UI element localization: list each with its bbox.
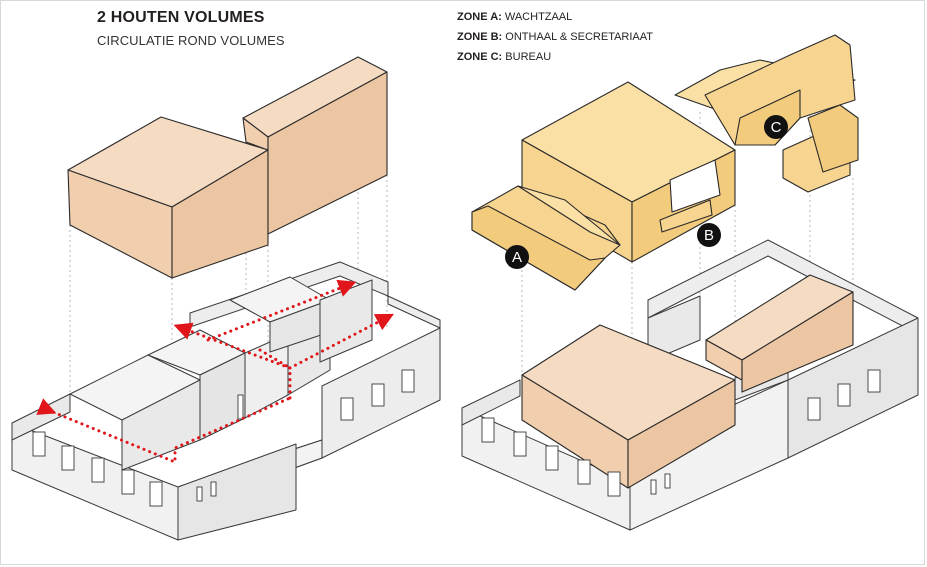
legend-zone-b-key: ZONE B: <box>457 31 503 43</box>
callout-zone-b: B <box>697 223 721 247</box>
left-wood-volume-large <box>67 116 269 279</box>
legend-zone-a-label: WACHTZAAL <box>504 11 573 23</box>
zone-a-bench <box>471 185 621 291</box>
callout-zone-a-circle <box>505 245 529 269</box>
legend-zone-c-label: BUREAU <box>505 51 552 63</box>
callout-zone-a: A <box>505 245 529 269</box>
legend-zone-b-label: ONTHAAL & SECRETARIAAT <box>505 31 654 43</box>
right-wood-volume-small <box>705 274 854 393</box>
diagram-title: 2 HOUTEN VOLUMES <box>97 9 265 26</box>
left-wood-volume-small <box>242 56 388 235</box>
callout-zone-c-circle <box>764 115 788 139</box>
diagram-subtitle: CIRCULATIE ROND VOLUMES <box>97 33 285 48</box>
legend-zone-a: ZONE A: WACHTZAAL <box>457 9 653 29</box>
zone-legend: ZONE A: WACHTZAAL ZONE B: ONTHAAL & SECR… <box>457 9 653 69</box>
zone-b-volume <box>521 81 736 263</box>
right-wall-openings <box>481 369 881 497</box>
callout-zone-b-label: B <box>704 227 714 244</box>
circulation-arrows <box>36 279 394 465</box>
right-wood-volume-large <box>521 324 736 489</box>
callout-zone-c-label: C <box>771 119 782 136</box>
legend-zone-b: ZONE B: ONTHAAL & SECRETARIAAT <box>457 29 653 49</box>
legend-zone-c-key: ZONE C: <box>457 51 503 63</box>
zone-c-volume <box>674 34 859 193</box>
legend-zone-a-key: ZONE A: <box>457 11 502 23</box>
callout-zone-c: C <box>764 115 788 139</box>
legend-zone-c: ZONE C: BUREAU <box>457 49 653 69</box>
left-wall-openings <box>32 369 415 507</box>
callout-zone-a-label: A <box>512 249 522 266</box>
callout-zone-b-circle <box>697 223 721 247</box>
